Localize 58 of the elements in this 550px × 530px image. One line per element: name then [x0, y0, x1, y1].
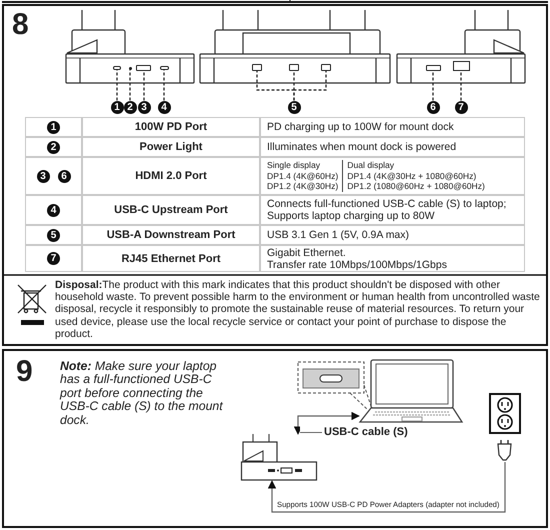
port-description: Connects full-functioned USB-C cable (S) to laptop; Supports laptop charging up to 80W: [267, 198, 508, 222]
port-name: RJ45 Ethernet Port: [121, 252, 221, 264]
callout-number: 6: [58, 170, 70, 182]
callout-number: 6: [426, 100, 440, 114]
hdmi-port: [426, 65, 441, 71]
callout-number: 1: [110, 100, 124, 114]
port-description: Gigabit Ethernet.: [267, 246, 347, 258]
callout-number: 3: [36, 170, 50, 182]
port-description: DP1.2 (4K@30Hz): [267, 181, 344, 192]
port-description: DP1.4 (4K@30Hz + 1080@60Hz): [346, 170, 478, 182]
port-description: Transfer rate 10Mbps/100Mbps/1Gbps: [267, 258, 447, 270]
callout-number: 3: [138, 100, 150, 114]
leader-line: [116, 70, 118, 100]
leader-line: [460, 71, 462, 100]
edge-label: USB-C cable (S): [300, 426, 409, 438]
wall-outlet-drawing: [489, 393, 521, 462]
callout-number: 4: [47, 204, 60, 216]
hdmi-port: [136, 65, 151, 71]
note-text: Note: Make sure your laptop has a full-functioned USB-C port before connecting the USB-C cable (S) to the mount dock.: [60, 360, 224, 428]
callout-number: 5: [288, 100, 300, 114]
port-description: Illuminates when mount dock is powered: [267, 141, 456, 153]
dock-drawing: [241, 434, 317, 481]
callout-number: 1: [47, 120, 60, 134]
port-description: DP1.2 (1080@60Hz + 1080@60Hz): [346, 181, 485, 192]
step-number: 8: [12, 8, 29, 42]
port-name: 100W PD Port: [134, 121, 208, 133]
port-name: USB-A Downstream Port: [106, 229, 236, 241]
leader-line: [143, 71, 145, 100]
callout-number: 4: [158, 100, 170, 114]
usb-a-port: [289, 64, 299, 71]
leader-line: [293, 71, 327, 100]
cable: [294, 412, 360, 435]
leader-line: [163, 70, 165, 100]
port-name: Power Light: [140, 141, 202, 153]
usb-a-port: [252, 64, 262, 71]
port-description: Single display: [267, 160, 344, 171]
port-description: DP1.4 (4K@60Hz): [267, 170, 344, 182]
callout-number: 2: [124, 100, 136, 114]
usb-a-port: [321, 64, 331, 71]
indicator-light: [128, 66, 132, 70]
port-description: PD charging up to 100W for mount dock: [267, 121, 454, 133]
leader-line: [432, 71, 434, 100]
laptop-drawing: [359, 359, 463, 424]
callout-number: 5: [47, 228, 60, 242]
disposal-note: Disposal:The product with this mark indicates that this product shouldn't be disposed with other household waste. To prevent possible harm to the environment or human health from uncontrolled waste disposal, recycle it responsibly to promote the sustainable reuse of material resources. To return your used device, please use the local recycle service or contact your point of purchase to dispose the product.: [55, 279, 541, 340]
port-description: USB 3.1 Gen 1 (5V, 0.9A max): [267, 229, 410, 241]
callout-number: 7: [47, 252, 60, 265]
port-name: USB-C Upstream Port: [114, 204, 228, 216]
usb-c-port: [160, 66, 169, 70]
port-name: HDMI 2.0 Port: [135, 170, 207, 182]
usb-c-port: [113, 66, 121, 70]
callout-number: 7: [454, 100, 468, 114]
step-number: 9: [16, 355, 33, 389]
leader-line: [129, 70, 131, 100]
callout-number: 2: [47, 140, 60, 154]
cable: [268, 462, 506, 513]
ethernet-port: [453, 61, 470, 71]
port-description: Dual display: [346, 160, 396, 171]
